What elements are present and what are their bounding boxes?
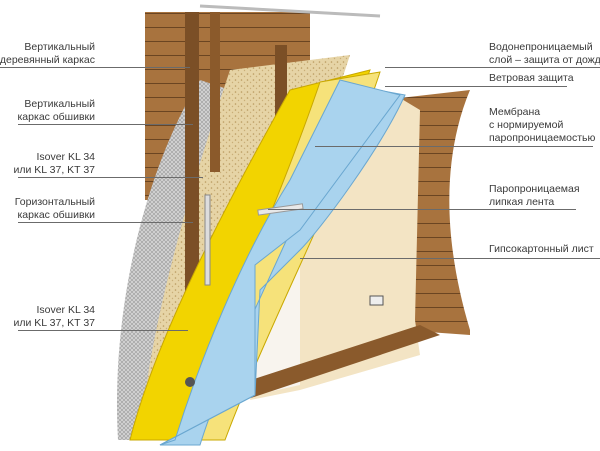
vapor-membrane-main: [159, 79, 401, 446]
label-line: с нормируемой: [489, 119, 564, 131]
leader-line: [385, 67, 600, 68]
label-line: Вертикальный: [24, 41, 95, 53]
floor-board: [220, 325, 440, 405]
label-line: каркас обшивки: [17, 111, 95, 123]
label-wind-protection: Ветровая защита: [489, 72, 574, 85]
label-line: деревянный каркас: [0, 54, 95, 66]
label-line: паропроницаемостью: [489, 132, 596, 144]
metal-rail: [199, 4, 381, 18]
label-line: Isover KL 34: [36, 151, 95, 163]
label-line: или KL 37, KT 37: [13, 164, 95, 176]
label-line: Isover KL 34: [36, 304, 95, 316]
leader-line: [300, 258, 600, 259]
leader-line: [315, 146, 593, 147]
leader-line: [18, 124, 193, 125]
label-drywall: Гипсокартонный лист: [489, 243, 594, 256]
leader-line: [18, 330, 188, 331]
metal-profile: [204, 194, 211, 286]
label-line: Водонепроницаемый: [489, 41, 593, 53]
power-outlet: [369, 295, 384, 306]
label-line: Ветровая защита: [489, 72, 574, 84]
leader-line: [385, 86, 567, 87]
label-line: или KL 37, KT 37: [13, 317, 95, 329]
label-line: Горизонтальный: [14, 196, 95, 208]
label-line: Мембрана: [489, 106, 541, 118]
label-line: слой – защита от дождя: [489, 54, 600, 66]
leader-line: [268, 209, 576, 210]
label-line: липкая лента: [489, 196, 555, 208]
leader-line: [0, 67, 190, 68]
vertical-post: [210, 12, 220, 172]
label-line: каркас обшивки: [17, 209, 95, 221]
label-line: Гипсокартонный лист: [489, 243, 594, 255]
label-line: Вертикальный: [24, 98, 95, 110]
label-line: Паропроницаемая: [489, 183, 580, 195]
leader-line: [18, 222, 193, 223]
cable-icon: [185, 377, 195, 387]
leader-line: [18, 177, 203, 178]
